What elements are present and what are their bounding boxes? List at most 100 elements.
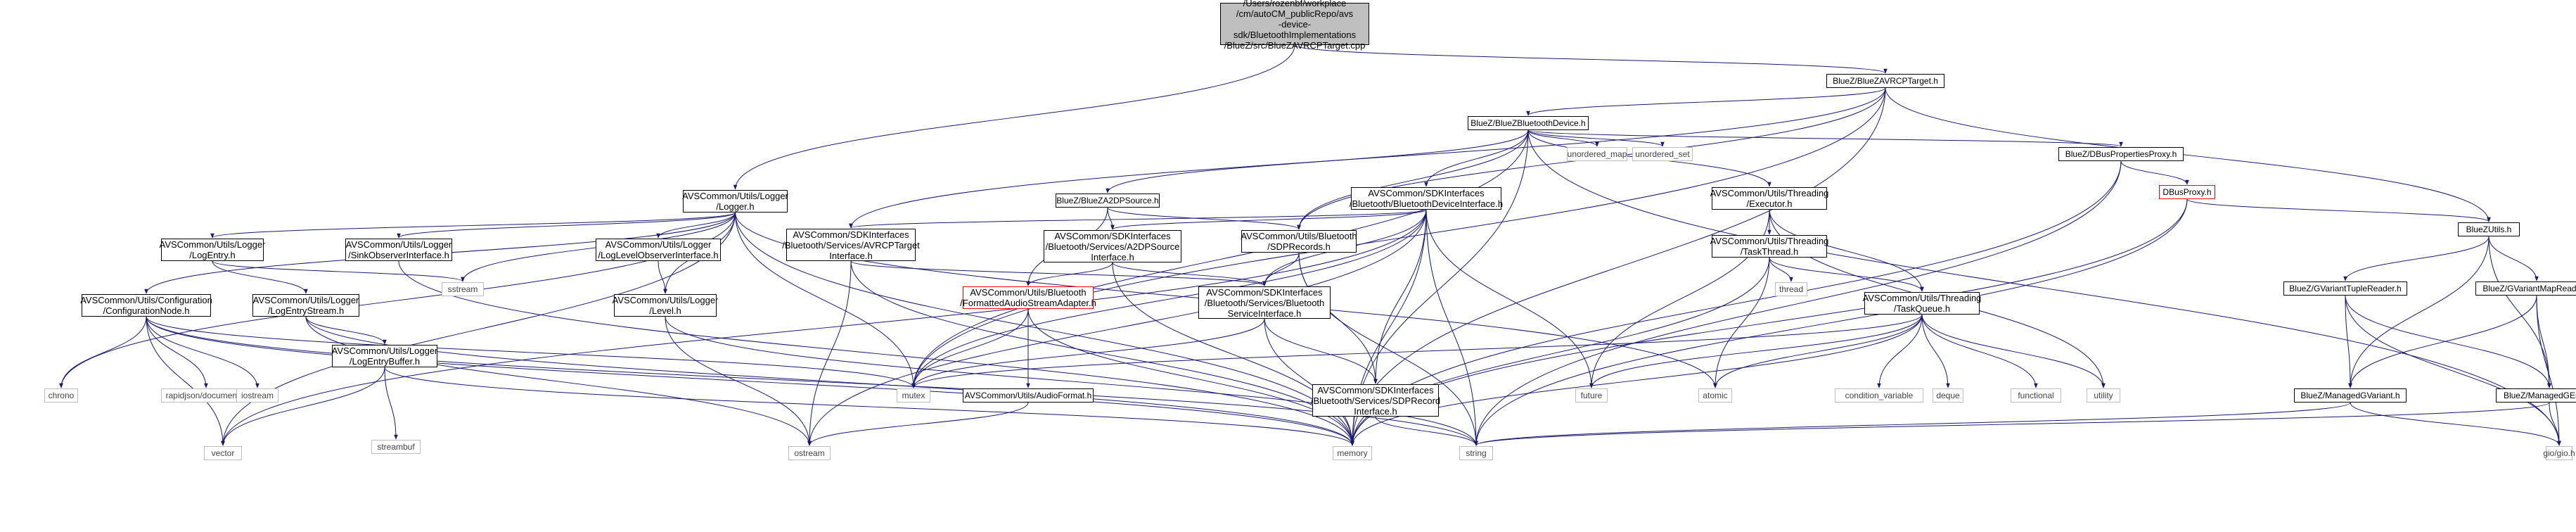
- node-string[interactable]: string: [1459, 446, 1493, 460]
- node-label: BlueZ/GVariantMapReader.h: [2482, 283, 2576, 293]
- node-task-queue-h[interactable]: AVSCommon/Utils/Threading /TaskQueue.h: [1863, 292, 1981, 315]
- node-memory[interactable]: memory: [1333, 446, 1372, 460]
- edge-managed-gerror-h-to-gio-h: [2549, 402, 2561, 446]
- node-bt-service-iface-h[interactable]: AVSCommon/SDKInterfaces /Bluetooth/Servi…: [1198, 286, 1331, 319]
- edge-gvariant-map-reader-h-to-managed-gvariant-h: [2348, 295, 2537, 388]
- node-thread[interactable]: thread: [1775, 282, 1807, 296]
- node-condition-variable[interactable]: condition_variable: [1835, 388, 1923, 403]
- node-a2dp-source-iface-h[interactable]: AVSCommon/SDKInterfaces /Bluetooth/Servi…: [1044, 230, 1181, 262]
- node-label: DBusProxy.h: [2162, 186, 2212, 197]
- node-formatted-audio-h[interactable]: AVSCommon/Utils/Bluetooth /FormattedAudi…: [960, 286, 1096, 309]
- node-sdp-records-h[interactable]: AVSCommon/Utils/Bluetooth /SDPRecords.h: [1241, 230, 1357, 253]
- edge-log-entry-buffer-h-to-memory: [384, 367, 1354, 446]
- edge-config-node-h-to-iostream: [146, 316, 259, 388]
- edge-bluez-bt-device-h-to-sdp-records-h: [1297, 129, 1529, 230]
- edge-bluez-bt-device-h-to-a2dp-source-h: [1106, 129, 1529, 194]
- node-bluez-bt-device-h[interactable]: BlueZ/BlueZBluetoothDevice.h: [1468, 116, 1589, 130]
- node-label: BlueZ/ManagedGError.h: [2503, 390, 2576, 400]
- node-label: BlueZ/BlueZAVRCPTarget.h: [1833, 75, 1938, 86]
- node-log-level-observer-h[interactable]: AVSCommon/Utils/Logger /LogLevelObserver…: [596, 239, 721, 261]
- edge-logger-h-to-log-level-observer-h: [656, 212, 736, 239]
- node-managed-gerror-h[interactable]: BlueZ/ManagedGError.h: [2496, 388, 2576, 403]
- node-level-h[interactable]: AVSCommon/Utils/Logger /Level.h: [613, 294, 718, 317]
- edge-bluez-bt-device-h-to-bt-device-iface-h: [1424, 129, 1529, 187]
- node-gvariant-tuple-reader-h[interactable]: BlueZ/GVariantTupleReader.h: [2283, 281, 2407, 296]
- node-gvariant-map-reader-h[interactable]: BlueZ/GVariantMapReader.h: [2475, 281, 2576, 296]
- edge-task-queue-h-to-atomic: [1713, 314, 1923, 388]
- edge-task-queue-h-to-future: [1589, 314, 1923, 388]
- edge-bluez-bt-device-h-to-mutex: [911, 129, 1529, 388]
- edge-task-queue-h-to-functional: [1921, 314, 2038, 388]
- edge-bt-device-iface-h-to-vector: [221, 209, 1427, 446]
- node-vector[interactable]: vector: [204, 446, 242, 460]
- edge-log-entry-stream-h-to-memory: [305, 316, 1354, 446]
- node-bluez-utils-h[interactable]: BlueZUtils.h: [2458, 222, 2520, 236]
- node-avrcp-target-h[interactable]: BlueZ/BlueZAVRCPTarget.h: [1826, 74, 1944, 88]
- node-label: atomic: [1703, 390, 1728, 400]
- node-sdp-record-iface-h[interactable]: AVSCommon/SDKInterfaces /Bluetooth/Servi…: [1311, 384, 1440, 417]
- edge-bluez-bt-device-h-to-unordered-set: [1527, 129, 1665, 147]
- node-mutex[interactable]: mutex: [897, 388, 930, 403]
- edge-avrcp-target-h-to-bluez-bt-device-h: [1526, 87, 1886, 116]
- node-atomic[interactable]: atomic: [1698, 388, 1732, 403]
- node-dbus-proxy-h[interactable]: DBusProxy.h: [2159, 185, 2215, 199]
- node-rapidjson[interactable]: rapidjson/document.h: [161, 388, 251, 403]
- node-bt-device-iface-h[interactable]: AVSCommon/SDKInterfaces /Bluetooth/Bluet…: [1350, 187, 1503, 210]
- edge-bt-device-iface-h-to-sdp-record-iface-h: [1373, 209, 1427, 384]
- edge-gvariant-tuple-reader-h-to-gio-h: [2345, 295, 2561, 446]
- edge-task-queue-h-to-utility: [1921, 314, 2106, 388]
- node-label: chrono: [48, 390, 75, 400]
- node-iostream[interactable]: iostream: [236, 388, 278, 403]
- node-avrcp-target-iface-h[interactable]: AVSCommon/SDKInterfaces /Bluetooth/Servi…: [782, 229, 920, 261]
- node-dbus-props-proxy-h[interactable]: BlueZ/DBusPropertiesProxy.h: [2058, 147, 2184, 161]
- edge-avrcp-target-iface-h-to-ostream: [807, 260, 852, 446]
- edge-bluez-bt-device-h-to-dbus-props-proxy-h: [1527, 129, 2123, 147]
- node-label: rapidjson/document.h: [165, 390, 247, 400]
- edge-bt-device-iface-h-to-mutex: [911, 209, 1427, 388]
- node-unordered-set[interactable]: unordered_set: [1632, 147, 1693, 161]
- node-sstream[interactable]: sstream: [442, 282, 484, 296]
- edge-log-entry-h-to-sstream: [212, 260, 465, 282]
- node-managed-gvariant-h[interactable]: BlueZ/ManagedGVariant.h: [2294, 388, 2407, 403]
- node-unordered-map[interactable]: unordered_map: [1567, 147, 1627, 161]
- node-label: unordered_map: [1567, 148, 1627, 159]
- edge-bt-service-iface-h-to-memory: [1264, 318, 1354, 446]
- node-label: BlueZUtils.h: [2466, 224, 2512, 234]
- edge-gvariant-tuple-reader-h-to-managed-gerror-h: [2345, 295, 2551, 388]
- node-label: streambuf: [377, 441, 415, 452]
- node-chrono[interactable]: chrono: [44, 388, 78, 403]
- node-label: AVSCommon/Utils/Logger /Logger.h: [682, 191, 788, 212]
- node-future[interactable]: future: [1575, 388, 1608, 403]
- node-label: ostream: [794, 448, 825, 458]
- node-ostream[interactable]: ostream: [788, 446, 831, 460]
- edge-config-node-h-to-mutex: [146, 316, 916, 388]
- edge-bluez-utils-h-to-managed-gvariant-h: [2348, 236, 2490, 388]
- node-label: AVSCommon/Utils/Threading /Executor.h: [1710, 188, 1829, 209]
- node-sink-observer-h[interactable]: AVSCommon/Utils/Logger /SinkObserverInte…: [345, 239, 452, 261]
- node-log-entry-stream-h[interactable]: AVSCommon/Utils/Logger /LogEntryStream.h: [252, 294, 359, 317]
- node-gio-h[interactable]: gio/gio.h: [2543, 446, 2575, 460]
- edge-log-level-observer-h-to-level-h: [658, 260, 667, 294]
- node-root[interactable]: /Users/rozenbf/workplace /cm/autoCM_publ…: [1220, 0, 1369, 51]
- node-label: thread: [1779, 284, 1804, 294]
- node-task-thread-h[interactable]: AVSCommon/Utils/Threading /TaskThread.h: [1710, 235, 1829, 258]
- node-log-entry-buffer-h[interactable]: AVSCommon/Utils/Logger /LogEntryBuffer.h: [332, 345, 437, 367]
- edge-bt-service-iface-h-to-sdp-record-iface-h: [1264, 318, 1378, 384]
- node-a2dp-source-h[interactable]: BlueZ/BlueZA2DPSource.h: [1056, 194, 1160, 208]
- node-utility[interactable]: utility: [2087, 388, 2120, 403]
- node-executor-h[interactable]: AVSCommon/Utils/Threading /Executor.h: [1710, 187, 1829, 210]
- edge-root-to-logger-h: [733, 44, 1295, 190]
- edge-managed-gvariant-h-to-string: [1474, 402, 2351, 446]
- node-log-entry-h[interactable]: AVSCommon/Utils/Logger /LogEntry.h: [160, 239, 265, 261]
- node-streambuf[interactable]: streambuf: [371, 440, 421, 454]
- edge-logger-h-to-log-entry-h: [210, 212, 736, 239]
- node-deque[interactable]: deque: [1933, 388, 1963, 403]
- node-functional[interactable]: functional: [2011, 388, 2061, 403]
- node-label: AVSCommon/Utils/Threading /TaskThread.h: [1710, 236, 1829, 257]
- node-label: AVSCommon/Utils/Bluetooth /SDPRecords.h: [1241, 231, 1357, 252]
- edge-task-thread-h-to-task-queue-h: [1769, 257, 1924, 292]
- node-config-node-h[interactable]: AVSCommon/Utils/Configuration /Configura…: [80, 294, 212, 317]
- edge-bluez-bt-device-h-to-gio-h: [1527, 129, 2561, 446]
- node-audio-format-h[interactable]: AVSCommon/Utils/AudioFormat.h: [963, 388, 1094, 403]
- node-logger-h[interactable]: AVSCommon/Utils/Logger /Logger.h: [682, 190, 788, 213]
